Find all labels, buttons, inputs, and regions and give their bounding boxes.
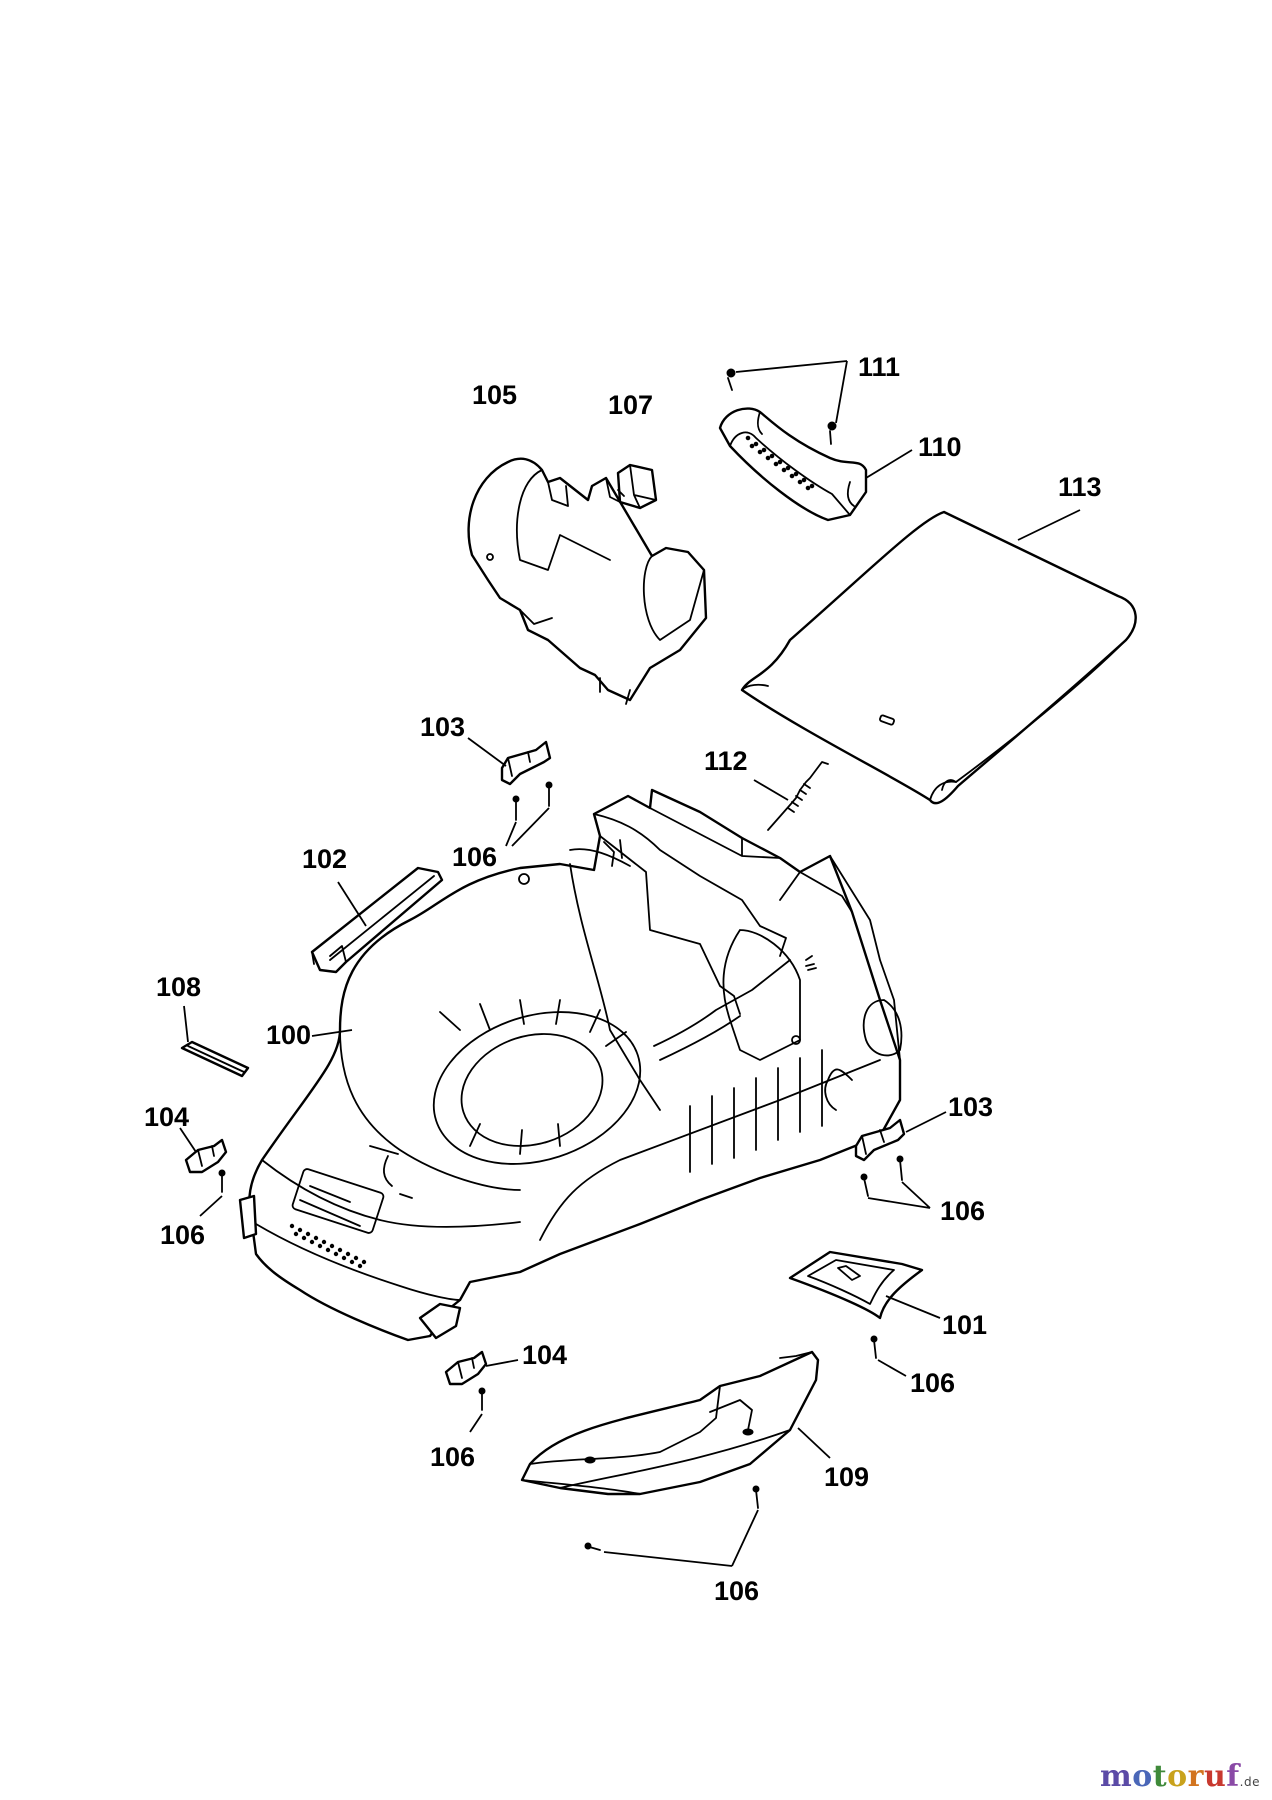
label-109: 109 xyxy=(824,1462,869,1492)
label-100: 100 xyxy=(266,1020,311,1050)
part-101-grille xyxy=(788,1250,941,1320)
label-106-mid-right: 106 xyxy=(910,1368,955,1398)
watermark-letter: r xyxy=(1187,1759,1204,1794)
part-102-cover-strip xyxy=(310,866,444,974)
part-105-rear-cover xyxy=(467,457,708,705)
handle-grip-dots xyxy=(745,435,815,491)
watermark-logo: motoruf.de xyxy=(1100,1759,1260,1794)
label-103-right: 103 xyxy=(948,1092,993,1122)
label-101: 101 xyxy=(942,1310,987,1340)
label-102: 102 xyxy=(302,844,347,874)
watermark-letter: u xyxy=(1203,1759,1227,1794)
label-106-left: 106 xyxy=(160,1220,205,1250)
label-107: 107 xyxy=(608,390,653,420)
label-110: 110 xyxy=(918,432,962,462)
part-111-screws xyxy=(726,360,848,445)
watermark-letter: m xyxy=(1100,1759,1133,1794)
part-109-discharge-guard xyxy=(520,1350,831,1496)
part-104-clip-left xyxy=(179,1127,228,1217)
part-106-screws-bottom xyxy=(584,1485,760,1567)
part-103-bracket-right xyxy=(854,1111,947,1162)
part-104-clip-bottom xyxy=(444,1350,519,1433)
part-112-spring xyxy=(753,761,829,831)
watermark-letter: o xyxy=(1132,1759,1153,1794)
label-113: 113 xyxy=(1058,472,1102,502)
part-107-insert xyxy=(616,463,658,510)
deck-vent-dots xyxy=(289,1223,367,1269)
label-106-upper: 106 xyxy=(452,842,497,872)
watermark-letter: f xyxy=(1226,1759,1240,1794)
label-106-bottom: 106 xyxy=(714,1576,759,1606)
part-106-screws-upper xyxy=(505,781,553,847)
label-104-bottom: 104 xyxy=(522,1340,567,1370)
part-108-label xyxy=(180,1005,250,1078)
part-103-bracket-upper xyxy=(467,737,552,786)
part-106-screw-mid-right xyxy=(870,1335,907,1377)
label-108: 108 xyxy=(156,972,201,1002)
label-103-upper: 103 xyxy=(420,712,465,742)
watermark-tld: .de xyxy=(1239,1775,1260,1789)
part-100-deck xyxy=(238,788,903,1342)
watermark-letter: t xyxy=(1152,1759,1168,1794)
label-111: 111 xyxy=(858,352,900,382)
label-112: 112 xyxy=(704,746,748,776)
label-106-right: 106 xyxy=(940,1196,985,1226)
label-104-left: 104 xyxy=(144,1102,189,1132)
label-105: 105 xyxy=(472,380,517,410)
part-106-screws-right xyxy=(860,1155,931,1209)
label-106-bottom-left: 106 xyxy=(430,1442,475,1472)
part-113-flap xyxy=(740,509,1137,805)
part-110-handle xyxy=(718,407,913,522)
watermark-letter: o xyxy=(1167,1759,1188,1794)
